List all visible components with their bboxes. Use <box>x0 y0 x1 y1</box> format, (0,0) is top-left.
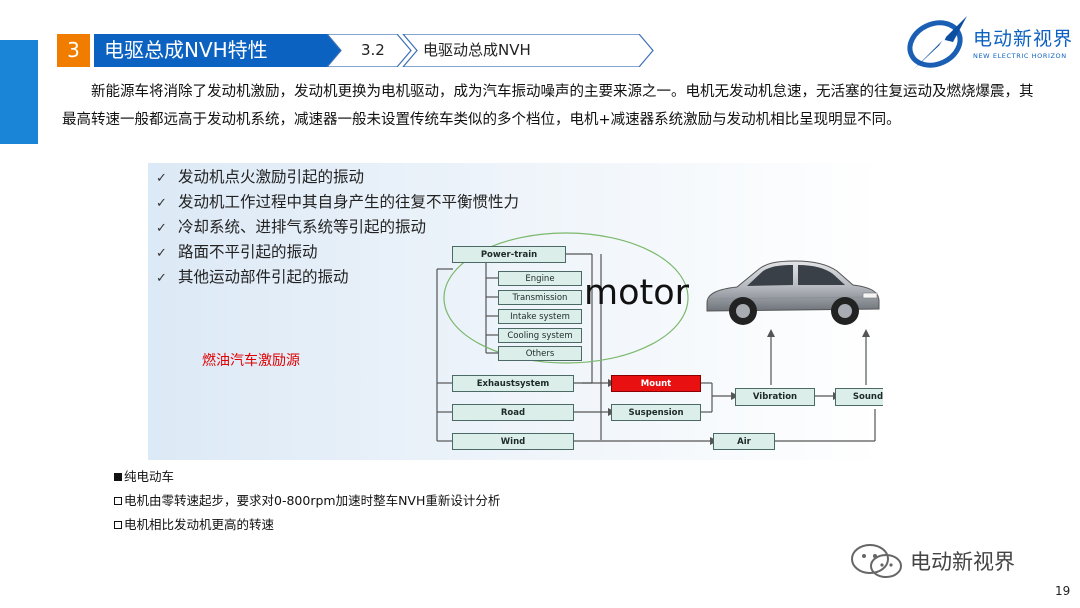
wechat-icon <box>851 544 902 578</box>
subsection-breadcrumb: 3.2 电驱动总成NVH <box>327 34 657 67</box>
logo-name-en: NEW ELECTRIC HORIZON <box>973 52 1067 60</box>
box-transmission: Transmission <box>498 290 582 305</box>
section-number: 3 <box>57 34 90 67</box>
check-icon: ✓ <box>156 246 167 261</box>
box-sound: Sound <box>835 388 883 406</box>
checklist-item: ✓发动机点火激励引起的振动 <box>156 165 519 190</box>
box-intake-system: Intake system <box>498 309 582 324</box>
box-road: Road <box>452 404 574 421</box>
check-icon: ✓ <box>156 196 167 211</box>
box-mount: Mount <box>611 375 701 392</box>
brand-logo: 电动新视界 NEW ELECTRIC HORIZON <box>905 12 1075 72</box>
bullet-item: 电机相比发动机更高的转速 <box>114 513 500 537</box>
box-vibration: Vibration <box>735 388 815 406</box>
intro-paragraph: 新能源车将消除了发动机激励，发动机更换为电机驱动，成为汽车振动噪声的主要来源之一… <box>62 84 1034 128</box>
excitation-checklist: ✓发动机点火激励引起的振动 ✓发动机工作过程中其自身产生的往复不平衡惯性力 ✓冷… <box>156 165 519 290</box>
box-exhaust-system: Exhaustsystem <box>452 375 574 392</box>
box-air: Air <box>713 433 775 450</box>
car-image <box>706 260 880 325</box>
check-icon: ✓ <box>156 171 167 186</box>
logo-swoosh-icon <box>907 16 967 70</box>
logo-name-cn: 电动新视界 <box>973 28 1074 50</box>
subsection-number: 3.2 <box>361 41 385 59</box>
wechat-watermark: 电动新视界 <box>848 543 1015 579</box>
breadcrumb-arrows <box>327 34 654 67</box>
wechat-account-name: 电动新视界 <box>910 550 1015 574</box>
box-wind: Wind <box>452 433 574 450</box>
left-accent-bar <box>0 40 38 144</box>
excitation-diagram: ✓发动机点火激励引起的振动 ✓发动机工作过程中其自身产生的往复不平衡惯性力 ✓冷… <box>148 163 883 460</box>
fuel-car-excitation-label: 燃油汽车激励源 <box>202 353 300 369</box>
checklist-item: ✓发动机工作过程中其自身产生的往复不平衡惯性力 <box>156 190 519 215</box>
motor-label: motor <box>584 273 690 313</box>
box-powertrain: Power-train <box>452 246 566 263</box>
filled-square-bullet-icon <box>114 473 122 481</box>
checklist-item: ✓路面不平引起的振动 <box>156 240 519 265</box>
checklist-item: ✓冷却系统、进排气系统等引起的振动 <box>156 215 519 240</box>
check-icon: ✓ <box>156 221 167 236</box>
diagram-connectors <box>436 232 876 445</box>
page-number: 19 <box>1055 584 1071 598</box>
subsection-title: 电驱动总成NVH <box>423 41 531 59</box>
box-others: Others <box>498 346 582 361</box>
box-engine: Engine <box>498 271 582 286</box>
bullet-item: 电机由零转速起步，要求对0-800rpm加速时整车NVH重新设计分析 <box>114 489 500 513</box>
bullet-item: 纯电动车 <box>114 465 500 489</box>
check-icon: ✓ <box>156 271 167 286</box>
box-cooling-system: Cooling system <box>498 328 582 343</box>
box-suspension: Suspension <box>611 404 701 421</box>
motor-highlight-ellipse <box>443 232 689 364</box>
checklist-item: ✓其他运动部件引起的振动 <box>156 265 519 290</box>
ev-bullet-list: 纯电动车 电机由零转速起步，要求对0-800rpm加速时整车NVH重新设计分析 … <box>114 465 500 537</box>
hollow-square-bullet-icon <box>114 521 122 529</box>
hollow-square-bullet-icon <box>114 497 122 505</box>
